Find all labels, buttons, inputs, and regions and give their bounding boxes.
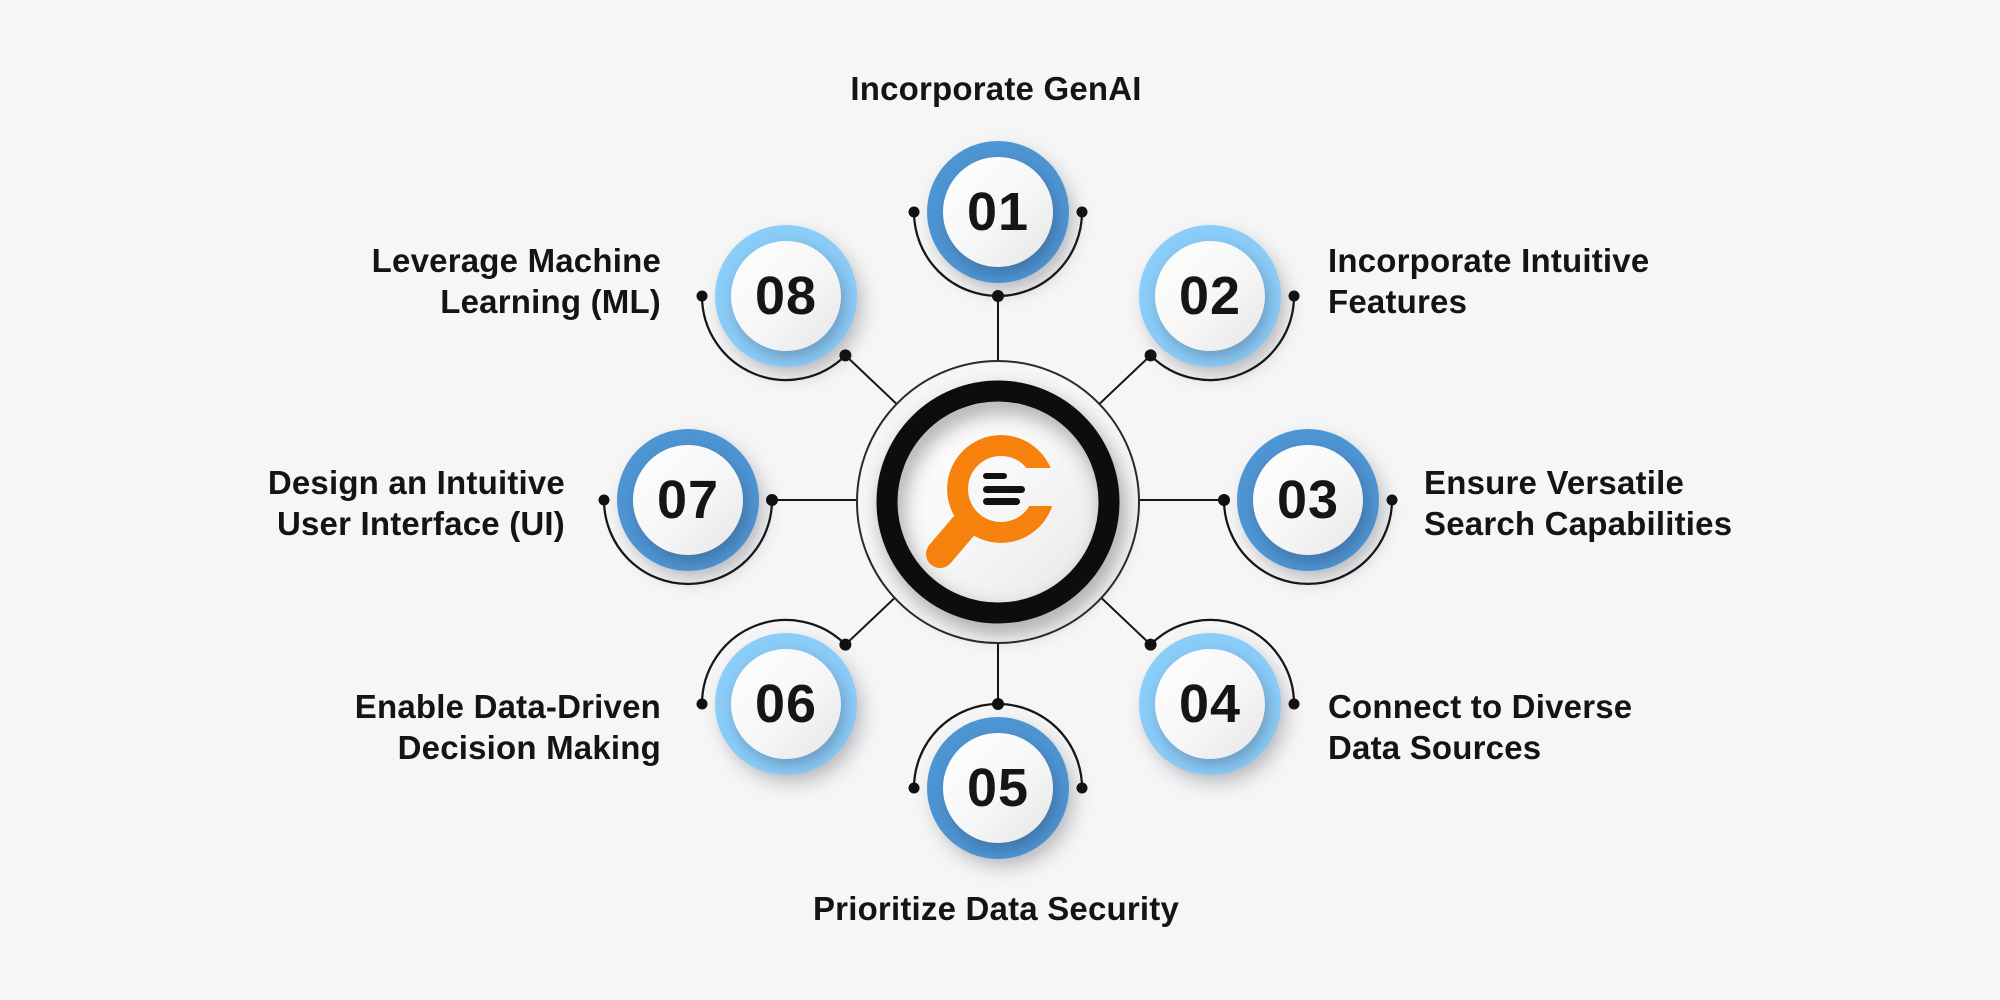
label-line: Features [1328,283,1468,320]
label-line: Decision Making [397,729,661,766]
node-02-number: 02 [1178,266,1242,326]
label-line: User Interface (UI) [276,505,565,542]
label-line: Design an Intuitive [267,464,565,501]
node-01-label: Incorporate GenAI [646,68,1346,109]
node-07-label: Design an Intuitive User Interface (UI) [45,462,565,544]
label-line: Search Capabilities [1424,505,1733,542]
label-line: Prioritize Data Security [812,890,1180,927]
node-03-number: 03 [1276,470,1340,530]
label-line: Data Sources [1328,729,1542,766]
label-line: Leverage Machine [371,242,661,279]
arc-dot [1386,494,1398,506]
label-line: Incorporate GenAI [850,70,1142,107]
node-04-arc [1149,618,1296,705]
node-07-number: 07 [656,470,720,530]
arc-dot [598,494,610,506]
arc-dot [1144,349,1157,362]
node-04-number: 04 [1178,674,1242,734]
arc-dot [1288,290,1300,302]
node-03-label: Ensure Versatile Search Capabilities [1424,462,1984,544]
node-02-arc [1149,295,1296,382]
node-08-label: Leverage Machine Learning (ML) [141,240,661,322]
node-06-label: Enable Data-Driven Decision Making [141,686,661,768]
node-07-arc [602,499,774,586]
node-01-number: 01 [966,182,1030,242]
node-02-label: Incorporate Intuitive Features [1328,240,1948,322]
arc-dot [908,782,920,794]
arc-dot [839,638,852,651]
node-03-arc [1222,499,1394,586]
magnifier-with-list-lines-logo-icon [926,435,1055,568]
label-line: Learning (ML) [440,283,661,320]
node-07-circle [617,429,759,571]
arc-dot [1144,638,1157,651]
label-line: Ensure Versatile [1424,464,1685,501]
arc-dot [766,494,778,506]
node-03-circle [1237,429,1379,571]
node-06-circle [715,633,857,775]
arc-dot [696,698,708,710]
label-line: Enable Data-Driven [354,688,661,725]
node-02-circle [1139,225,1281,367]
node-08-arc [700,295,847,382]
label-line: Connect to Diverse [1328,688,1633,725]
center-hub [856,360,1140,644]
node-05-label: Prioritize Data Security [646,888,1346,929]
node-06-arc [700,618,847,705]
node-05-number: 05 [966,758,1030,818]
arc-dot [1218,494,1230,506]
node-04-circle [1139,633,1281,775]
node-06-number: 06 [754,674,818,734]
arc-dot [992,290,1004,302]
arc-dot [992,698,1004,710]
list-lines-glyph [983,473,1025,505]
label-line: Incorporate Intuitive [1328,242,1650,279]
arc-dot [696,290,708,302]
node-08-circle [715,225,857,367]
node-01-circle [927,141,1069,283]
arc-dot [839,349,852,362]
magnifier-handle [926,513,977,568]
arc-dot [908,206,920,218]
arc-dots [598,206,1398,794]
node-08-number: 08 [754,266,818,326]
node-circles [617,141,1379,859]
node-05-circle [927,717,1069,859]
node-04-label: Connect to Diverse Data Sources [1328,686,1948,768]
arc-dot [1076,782,1088,794]
arc-dot [1288,698,1300,710]
hub-black-ring [876,380,1120,624]
arc-dot [1076,206,1088,218]
